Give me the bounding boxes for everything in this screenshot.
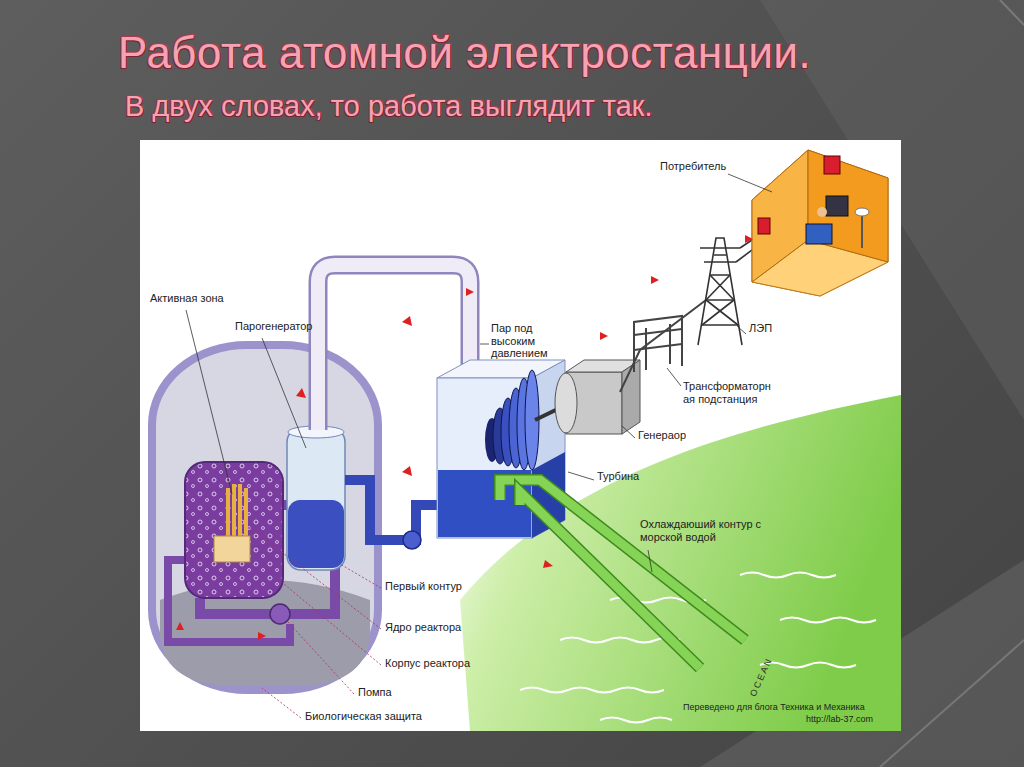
flow-arrows-part	[600, 332, 608, 340]
consumer-house-part	[826, 196, 848, 216]
watermark: OCEAN	[748, 656, 775, 699]
consumer-house-part	[855, 208, 869, 216]
consumer-house	[752, 150, 888, 296]
slide-decoration-part	[880, 640, 1024, 767]
leader-lines-part	[480, 344, 489, 345]
part-label: Помпа	[358, 686, 392, 699]
leader-lines-part	[262, 338, 306, 448]
part-label: Генераор	[638, 429, 686, 442]
slide-title: Работа атомной электростанции.	[118, 28, 811, 79]
leader-lines-part	[186, 310, 232, 494]
substation	[620, 300, 706, 392]
sea-part	[740, 573, 836, 578]
flow-arrows	[176, 235, 753, 640]
cooling-pipe	[500, 480, 745, 668]
image-panel	[140, 140, 901, 731]
slide-subtitle: В двух словах, то работа выглядит так.	[125, 90, 653, 123]
part-label: Турбина	[597, 470, 639, 483]
containment-part	[152, 345, 378, 690]
leader-lines-part	[288, 622, 354, 694]
sea-part	[600, 718, 672, 723]
power-tower-part	[698, 238, 742, 345]
return-pipe	[345, 480, 437, 549]
consumer-house-part	[758, 218, 770, 234]
part-label: Парогенератор	[235, 320, 312, 333]
part-label: Первый контур	[385, 580, 462, 593]
credit-url: http://lab-37.com	[806, 714, 873, 724]
leader-lines-part	[728, 174, 772, 192]
turbine-hall-part	[437, 378, 532, 538]
flow-arrows-part	[296, 388, 306, 398]
part-label: Потребитель	[660, 160, 726, 173]
part-label: Трансформаторн ая подстанция	[683, 380, 777, 405]
part-label: Корпус реактора	[385, 657, 470, 670]
reactor-vessel-part	[214, 536, 250, 562]
part-label: Охлаждаюший контур с морской водой	[640, 518, 778, 543]
steam-generator	[287, 426, 345, 570]
flow-arrows-part	[466, 288, 474, 296]
power-tower-part	[702, 255, 738, 325]
reactor-vessel-part	[232, 484, 236, 538]
flow-arrows-part	[543, 560, 553, 568]
credit-note: Переведено для блога Техника и Механика	[683, 702, 865, 712]
reactor-vessel-part	[185, 462, 283, 598]
part-label: ЛЭП	[749, 322, 772, 335]
part-label: Пар под высоким давлением	[491, 322, 555, 360]
consumer-house-part	[817, 207, 827, 217]
reactor-vessel-part	[226, 488, 230, 538]
consumer-house-part	[861, 214, 863, 248]
leader-lines-part	[648, 550, 652, 572]
power-tower-part	[702, 275, 738, 325]
leader-lines-part	[622, 426, 635, 438]
return-pipe-part	[345, 480, 437, 540]
power-tower-part	[700, 248, 740, 262]
flow-arrows-part	[176, 622, 184, 630]
substation-part	[620, 300, 706, 392]
substation-part	[634, 329, 682, 350]
part-label: Ядро реактора	[385, 621, 461, 634]
consumer-house-part	[752, 150, 888, 296]
containment	[152, 345, 378, 690]
generator	[555, 360, 640, 434]
leader-lines-part	[284, 584, 381, 665]
leader-lines-part	[248, 526, 381, 629]
consumer-house-part	[806, 224, 832, 244]
reactor-vessel	[185, 462, 283, 598]
leader-lines-part	[568, 472, 594, 480]
reactor-vessel-part	[238, 484, 242, 538]
leader-lines-part	[737, 326, 746, 334]
primary-loop-part	[270, 604, 290, 624]
leader-lines-part	[667, 368, 681, 386]
flow-arrows-part	[402, 316, 412, 326]
steam-generator-part	[287, 428, 345, 570]
part-label: Активная зона	[150, 292, 224, 305]
consumer-house-part	[752, 150, 808, 282]
leader-lines-part	[340, 564, 381, 588]
turbine-rotor	[485, 370, 566, 470]
sea-part	[760, 663, 856, 668]
reactor-vessel-part	[244, 488, 248, 538]
steam-generator-part	[288, 500, 344, 568]
consumer-house-part	[824, 156, 840, 174]
sea-part	[780, 618, 876, 623]
slide-decoration-part	[1000, 0, 1024, 25]
leader-lines	[186, 174, 772, 718]
consumer-house-part	[808, 150, 888, 262]
return-pipe-part	[403, 531, 421, 549]
leader-lines-part	[262, 688, 301, 718]
flow-arrows-part	[402, 466, 412, 476]
part-label: Биологическая защита	[305, 710, 422, 723]
sea-part	[520, 688, 664, 693]
generator-part	[555, 373, 577, 433]
flow-arrows-part	[258, 632, 266, 640]
flow-arrows-part	[651, 276, 659, 284]
flow-arrows-part	[745, 235, 753, 243]
